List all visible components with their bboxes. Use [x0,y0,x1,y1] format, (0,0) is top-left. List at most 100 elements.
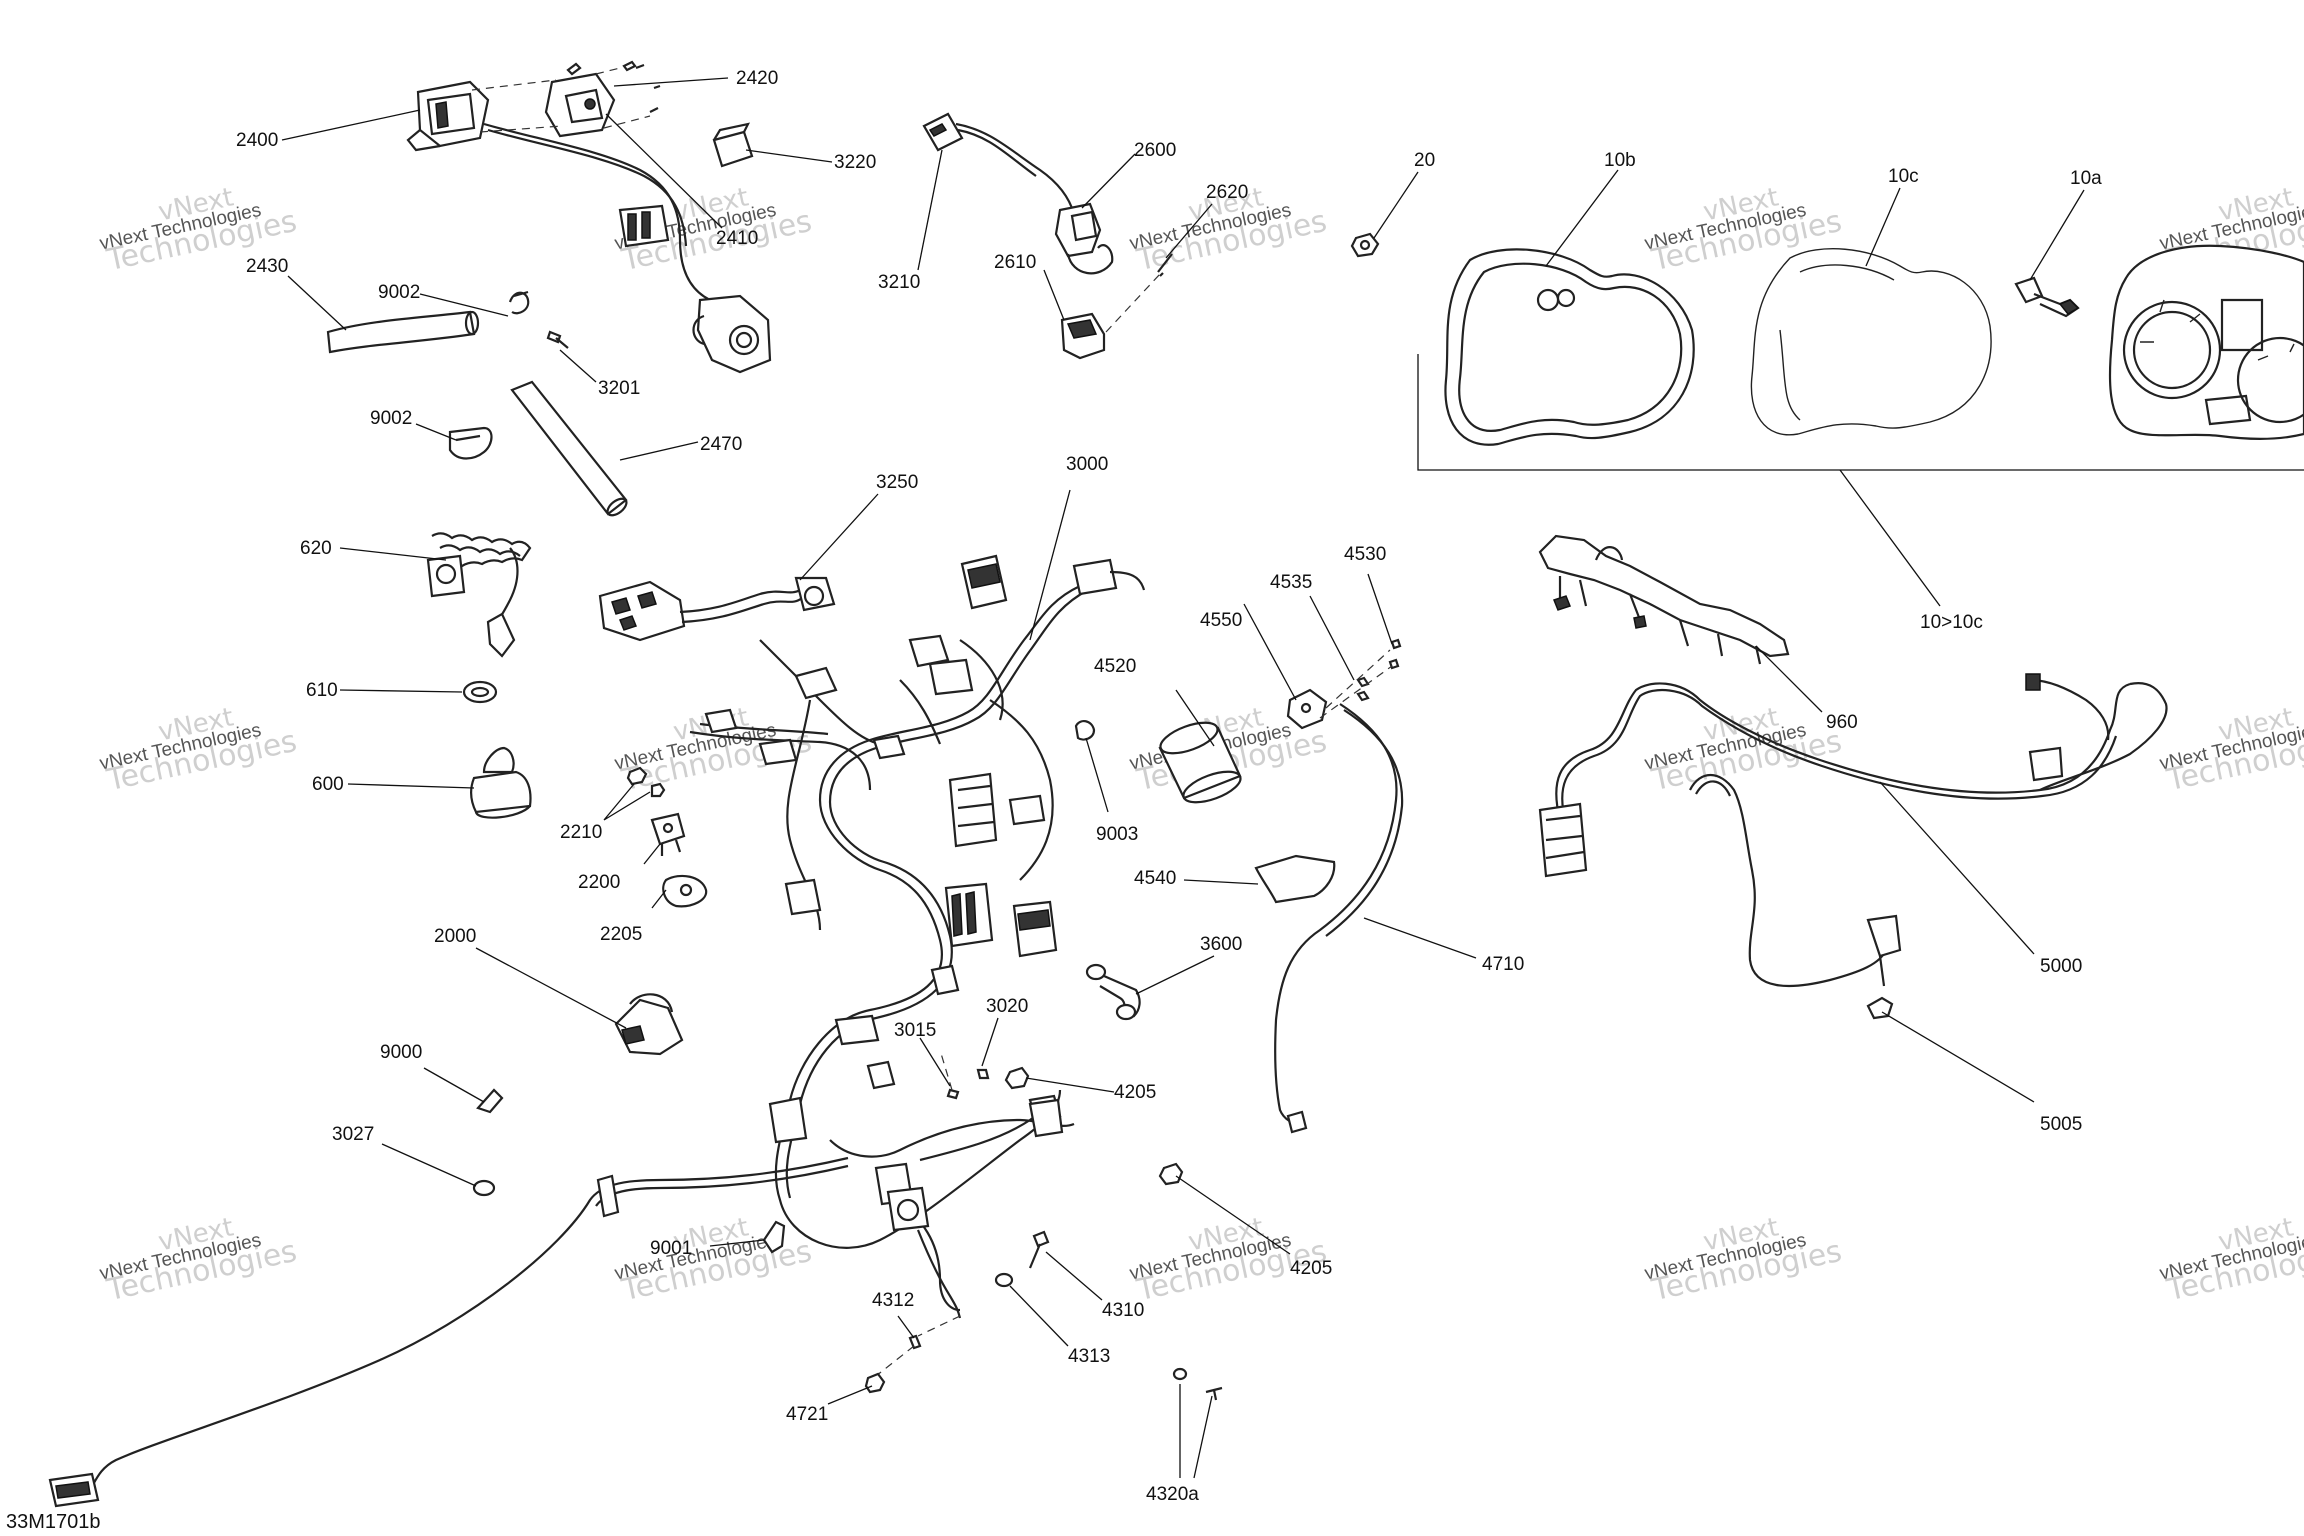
part-9000-clip [476,1088,504,1114]
part-4550-plate [1286,688,1328,730]
part-2210-nut-a [626,766,648,786]
callout-5005: 5005 [2040,1114,2082,1135]
callout-3027: 3027 [332,1124,374,1145]
callout-2205: 2205 [600,924,642,945]
part-2610-boot [1060,312,1106,360]
part-10b-bezel [1444,248,1695,446]
callout-4205-a: 4205 [1114,1082,1156,1103]
callout-9001: 9001 [650,1238,692,1259]
callout-2430: 2430 [246,256,288,277]
part-3201-screw [546,330,569,349]
callout-2410: 2410 [716,228,758,249]
part-2600-sensor [1054,202,1114,275]
callout-10-to-10c: 10>10c [1920,612,1983,633]
callout-4721: 4721 [786,1404,828,1425]
part-5000-harness [1538,673,2168,988]
parts-layer [48,60,2304,1508]
part-4205-nut-a [1004,1066,1030,1090]
callout-5000: 5000 [2040,956,2082,977]
part-600-switch [470,746,532,819]
callout-620: 620 [300,538,332,559]
callout-4320a: 4320a [1146,1484,1199,1505]
callout-960: 960 [1826,712,1858,733]
gauge-group-bracket [1417,354,2304,471]
part-3000-long-cable [89,1156,849,1491]
callout-9002-b: 9002 [370,408,412,429]
part-9002-clip-b [448,426,493,460]
callout-4312: 4312 [872,1290,914,1311]
part-10c-lens [1750,248,1992,436]
callout-2470: 2470 [700,434,742,455]
callout-2000: 2000 [434,926,476,947]
part-4540-bracket [1254,854,1336,904]
part-2410-plug [692,294,772,374]
leader-lines [281,77,2085,1479]
callout-3015: 3015 [894,1020,936,1041]
callout-4313: 4313 [1068,1346,1110,1367]
callout-20: 20 [1414,150,1435,171]
callout-3000: 3000 [1066,454,1108,475]
part-2000-module [614,993,684,1056]
callout-4550: 4550 [1200,610,1242,631]
diagram-code: 33M1701b [6,1511,101,1533]
part-4312-clip [908,1334,922,1350]
callout-labels: 2400 2420 2410 3220 2430 9002 3201 9002 … [236,68,2102,1505]
callout-4710: 4710 [1482,954,1524,975]
callout-3210: 3210 [878,272,920,293]
callout-9002-a: 9002 [378,282,420,303]
callout-600: 600 [312,774,344,795]
part-2400-switch [406,80,490,152]
callout-4520: 4520 [1094,656,1136,677]
part-4320a-pin [1205,1386,1223,1401]
callout-4530: 4530 [1344,544,1386,565]
callout-9003: 9003 [1096,824,1138,845]
callout-2610: 2610 [994,252,1036,273]
callout-3600: 3600 [1200,934,1242,955]
callout-10a: 10a [2070,168,2102,189]
part-960-bracket [1538,534,1790,665]
callout-2200: 2200 [578,872,620,893]
part-3220 [712,122,754,168]
callout-3020: 3020 [986,996,1028,1017]
part-4313-washer [994,1272,1014,1288]
callout-4540: 4540 [1134,868,1176,889]
callout-10b: 10b [1604,150,1636,171]
callout-4310: 4310 [1102,1300,1144,1321]
part-2620-pin [1157,253,1173,277]
part-4205-nut-b [1158,1162,1184,1186]
part-3600-strap [1085,963,1141,1021]
part-4710-cable [1274,703,1398,1126]
part-4320a-washer [1172,1367,1188,1381]
callout-3201: 3201 [598,378,640,399]
part-3000-main-harness [689,554,1146,1312]
callout-2620: 2620 [1206,182,1248,203]
callout-4205-b: 4205 [1290,1258,1332,1279]
callout-9000: 9000 [380,1042,422,1063]
callout-2400: 2400 [236,130,278,151]
part-20-nut [1350,232,1380,258]
part-2200-sensor [650,812,686,856]
part-620-coil [426,532,532,658]
part-2210-nut-b [650,782,666,798]
part-4310-bolt [1028,1230,1050,1269]
callout-3250: 3250 [876,472,918,493]
part-gauge-cluster [2108,244,2304,440]
part-9001-clip [762,1220,786,1254]
part-2205-gasket [662,874,708,908]
part-10a-sensor [2014,276,2080,318]
part-610-washer [462,680,498,704]
callout-2600: 2600 [1134,140,1176,161]
callout-10c: 10c [1888,166,1919,187]
part-2410-connector [618,204,670,248]
part-3027-seal [472,1179,496,1197]
part-3210-connector [922,112,964,152]
part-9002-clip-a [508,290,530,315]
